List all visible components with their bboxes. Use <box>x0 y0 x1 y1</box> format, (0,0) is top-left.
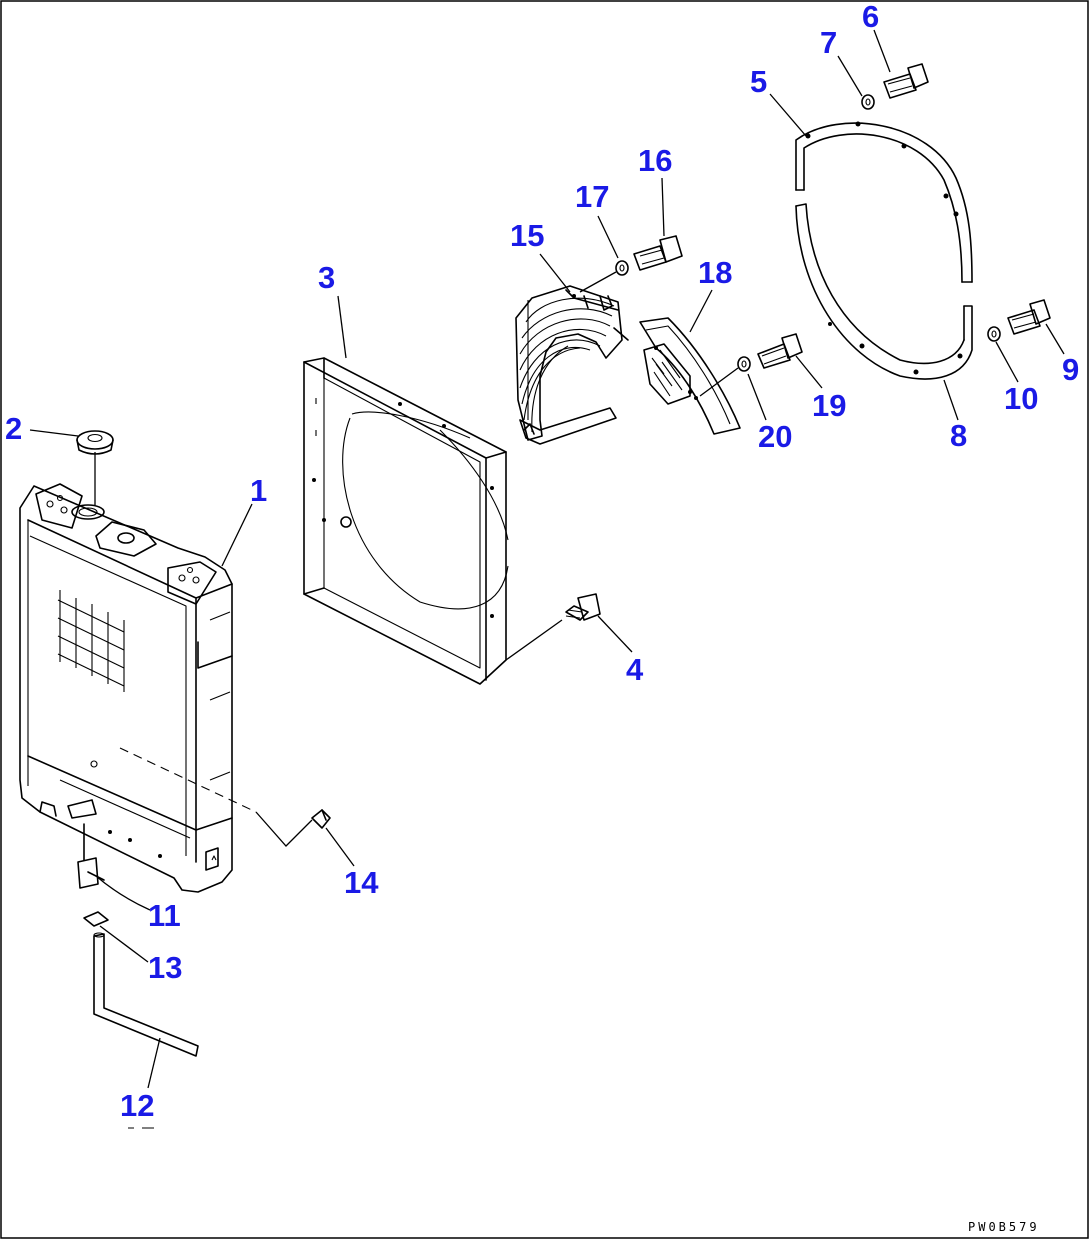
shroud-bolt-part <box>505 593 601 661</box>
fan-shroud-part <box>303 357 509 685</box>
radiator-part <box>19 483 233 893</box>
drain-point-marker <box>90 760 98 768</box>
ring-washer-lower-part <box>987 326 1001 342</box>
ring-plate-part <box>795 121 973 380</box>
callout-6: 6 <box>862 0 879 34</box>
drain-hose-assembly <box>77 823 199 1057</box>
guard-bolt-part <box>633 235 683 271</box>
callout-19: 19 <box>812 388 846 423</box>
leader-lines <box>29 29 1065 1089</box>
ring-washer-upper-part <box>861 94 875 110</box>
ring-bolt-lower-part <box>1007 299 1051 335</box>
callout-1: 1 <box>250 473 267 508</box>
callout-9: 9 <box>1062 352 1079 387</box>
callout-15: 15 <box>510 218 544 253</box>
drawing-code: PW0B579 <box>968 1220 1040 1234</box>
ring-bolt-upper-part <box>883 63 929 99</box>
plug-part <box>311 809 331 829</box>
callout-17: 17 <box>575 179 609 214</box>
radiator-cap-part <box>76 430 114 505</box>
callout-12: 12 <box>120 1088 154 1123</box>
callout-14: 14 <box>344 865 379 900</box>
callout-11: 11 <box>148 898 181 933</box>
callout-13: 13 <box>148 950 182 985</box>
callout-20: 20 <box>758 419 792 454</box>
guard-plate-part <box>639 317 741 435</box>
callout-18: 18 <box>698 255 732 290</box>
connection-dashed-line <box>119 747 257 813</box>
callout-7: 7 <box>820 25 837 60</box>
plate-washer-part <box>699 356 751 397</box>
callout-8: 8 <box>950 418 967 453</box>
callout-10: 10 <box>1004 381 1038 416</box>
callout-labels: 1 2 3 4 5 6 7 8 9 10 11 12 13 14 15 16 1… <box>5 0 1079 1123</box>
callout-4: 4 <box>626 652 644 687</box>
callout-3: 3 <box>318 260 335 295</box>
callout-16: 16 <box>638 143 672 178</box>
plate-bolt-part <box>757 333 803 369</box>
fan-guard-part <box>515 285 629 445</box>
callout-2: 2 <box>5 411 22 446</box>
callout-5: 5 <box>750 64 767 99</box>
guard-washer-part <box>579 260 629 293</box>
